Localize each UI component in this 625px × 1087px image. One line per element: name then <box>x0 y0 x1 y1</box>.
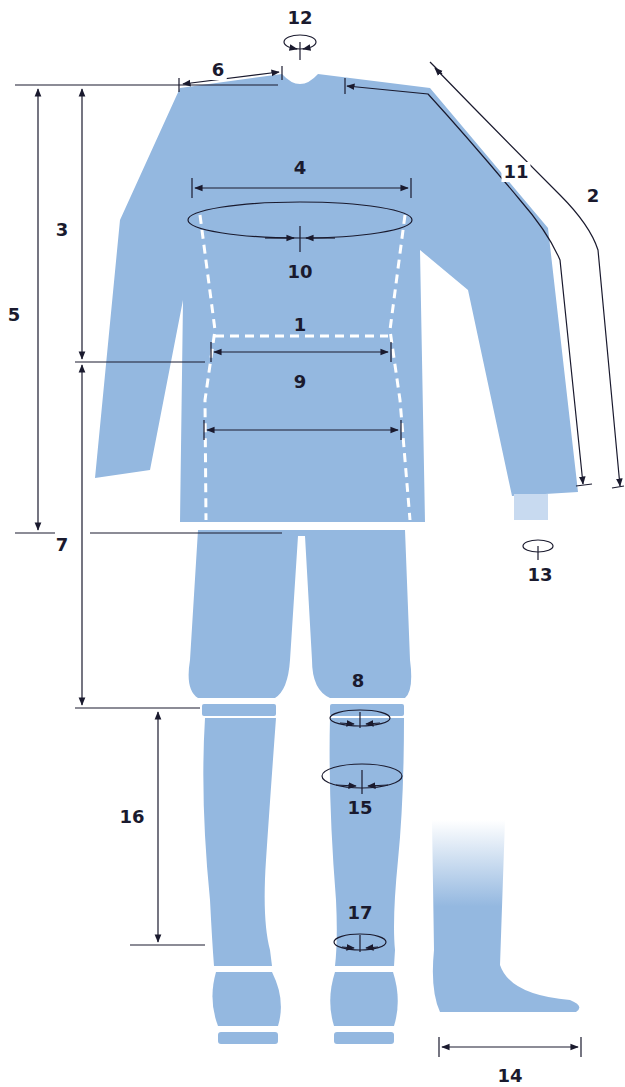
shorts <box>189 530 412 698</box>
callout-number: 12 <box>285 8 314 28</box>
callout-number: 5 <box>6 305 23 325</box>
measure-lines <box>15 35 624 1057</box>
callout-number: 7 <box>54 535 71 555</box>
cuff <box>514 494 548 520</box>
callout-number: 11 <box>501 162 530 182</box>
foot-profile <box>432 820 579 1012</box>
callout-number: 4 <box>292 158 309 178</box>
callout-number: 1 <box>292 315 309 335</box>
callout-number: 15 <box>345 798 374 818</box>
callout-number: 13 <box>525 565 554 585</box>
callout-number: 9 <box>292 372 309 392</box>
seam-lines <box>200 215 410 520</box>
callout-number: 10 <box>285 262 314 282</box>
socks <box>202 704 404 1044</box>
callout-number: 8 <box>350 671 367 691</box>
callout-number: 6 <box>210 60 227 80</box>
callout-number: 2 <box>585 186 602 206</box>
callout-number: 16 <box>117 807 146 827</box>
callout-number: 14 <box>495 1066 524 1086</box>
shirt <box>95 74 578 522</box>
callout-number: 17 <box>345 903 374 923</box>
callout-number: 3 <box>54 220 71 240</box>
